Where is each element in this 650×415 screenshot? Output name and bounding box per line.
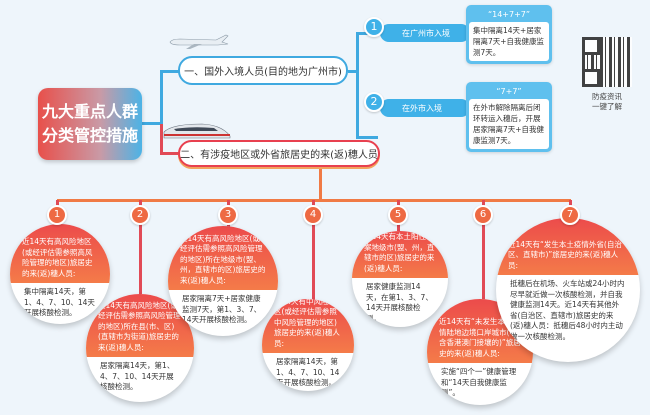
main-title: 九大重点人群分类管控措施	[38, 88, 142, 160]
connector	[312, 200, 315, 303]
entry-formula: “7+7”	[496, 87, 522, 96]
group-card-7: 近14天有“发生本土疫情外省(自治区、直辖市)”旅居史的来(返)穗人员:抵穗后在…	[496, 218, 640, 362]
group-condition: 近14天有高风险地区(或经评估需参照高风险管理的地区)旅居史的来(返)穗人员:	[10, 224, 110, 283]
group-card-5: 近14天有本土阳性个案地级市(盟、州，直辖市的区)旅居史的来(返)穗人员:居家健…	[352, 231, 448, 327]
group-measure: 实施“四个一”健康管理和“14天自我健康监测”。	[441, 367, 517, 397]
group-measure: 居家隔离14天，第1、4、7、10、14天开展核酸检测。	[100, 361, 175, 391]
group-number-badge: 4	[303, 205, 323, 225]
connector	[319, 167, 322, 201]
entry-badge: 1	[364, 17, 384, 37]
train-icon	[163, 123, 231, 139]
group-measure: 居家隔离14天，第1、4、7、10、14天开展核酸检测。	[276, 357, 340, 387]
qr-caption-line: 防疫资讯	[592, 92, 622, 101]
connector	[139, 200, 142, 298]
group-card-3: 近14天有高风险地区(或经评估需参照高风险管理的地区)所在地级市(盟、州，直辖市…	[168, 226, 278, 336]
entry-badge: 2	[364, 92, 384, 112]
group-number-badge: 7	[560, 205, 580, 225]
group-condition: 近14天有“发生本土疫情外省(自治区、直辖市)”旅居史的来(返)穗人员:	[496, 218, 640, 275]
airplane-icon	[169, 34, 229, 49]
connector	[356, 32, 359, 138]
group-condition: 近14天有本土阳性个案地级市(盟、州，直辖市的区)旅居史的来(返)穗人员:	[352, 231, 448, 278]
connector	[356, 136, 378, 139]
group-number-badge: 6	[473, 205, 493, 225]
category-domestic-travelers: 二、有涉疫地区或外省旅居史的来(返)穗人员	[178, 140, 380, 167]
connector	[348, 70, 358, 73]
connector	[142, 122, 162, 125]
group-number-badge: 3	[218, 205, 238, 225]
connector	[482, 200, 485, 303]
group-number-badge: 2	[130, 205, 150, 225]
connector	[160, 70, 180, 73]
entry-detail: 在外市解除隔离后闭环转运入穗后，开展居家隔离7天+自我健康监测7天。	[469, 99, 549, 149]
group-measure: 居家健康监测14天，在第1、3、7、14天开展核酸检测。	[366, 282, 433, 323]
entry-detail-card: “14+7+7” 集中隔离14天+居家隔离7天+自我健康监测7天。	[466, 5, 552, 64]
connector	[160, 152, 180, 155]
connector	[160, 70, 163, 125]
connector	[160, 124, 163, 154]
group-measure: 居家隔离7天+居家健康监测7天，第1、3、7、14天开展核酸检测。	[182, 294, 262, 324]
group-number-badge: 5	[388, 205, 408, 225]
group-number-badge: 1	[47, 205, 67, 225]
entry-detail-card: “7+7” 在外市解除隔离后闭环转运入穗后，开展居家隔离7天+自我健康监测7天。	[466, 82, 552, 152]
entry-label-other-city: 在外市入境	[380, 99, 470, 117]
group-measure: 集中隔离14天，第1、4、7、10、14天开展核酸检测。	[24, 287, 95, 317]
group-card-4: 近14天有中风险地区(或经评估需参照中风险管理的地区)旅居史的来(返)穗人员: 居…	[262, 299, 354, 391]
group-condition: 近14天有高风险地区(或经评估需参照高风险管理的地区)所在地级市(盟、州，直辖市…	[168, 226, 278, 290]
qr-caption-line: 一键了解	[592, 102, 622, 111]
entry-label-guangzhou: 在广州市入境	[380, 24, 470, 42]
entry-detail: 集中隔离14天+居家隔离7天+自我健康监测7天。	[469, 22, 549, 61]
group-card-1: 近14天有高风险地区(或经评估需参照高风险管理的地区)旅居史的来(返)穗人员: 集…	[10, 224, 110, 324]
entry-formula: “14+7+7”	[487, 10, 531, 19]
group-measure: 抵穗后在机场、火车站或24小时内尽早就近做一次核酸检测，并自我健康监测14天。近…	[510, 279, 625, 341]
group-condition: 近14天有中风险地区(或经评估需参照中风险管理的地区)旅居史的来(返)穗人员:	[262, 299, 354, 353]
qr-code[interactable]	[582, 37, 632, 87]
qr-caption: 防疫资讯一键了解	[576, 92, 638, 112]
category-overseas-arrivals: 一、国外入境人员(目的地为广州市)	[178, 56, 348, 85]
